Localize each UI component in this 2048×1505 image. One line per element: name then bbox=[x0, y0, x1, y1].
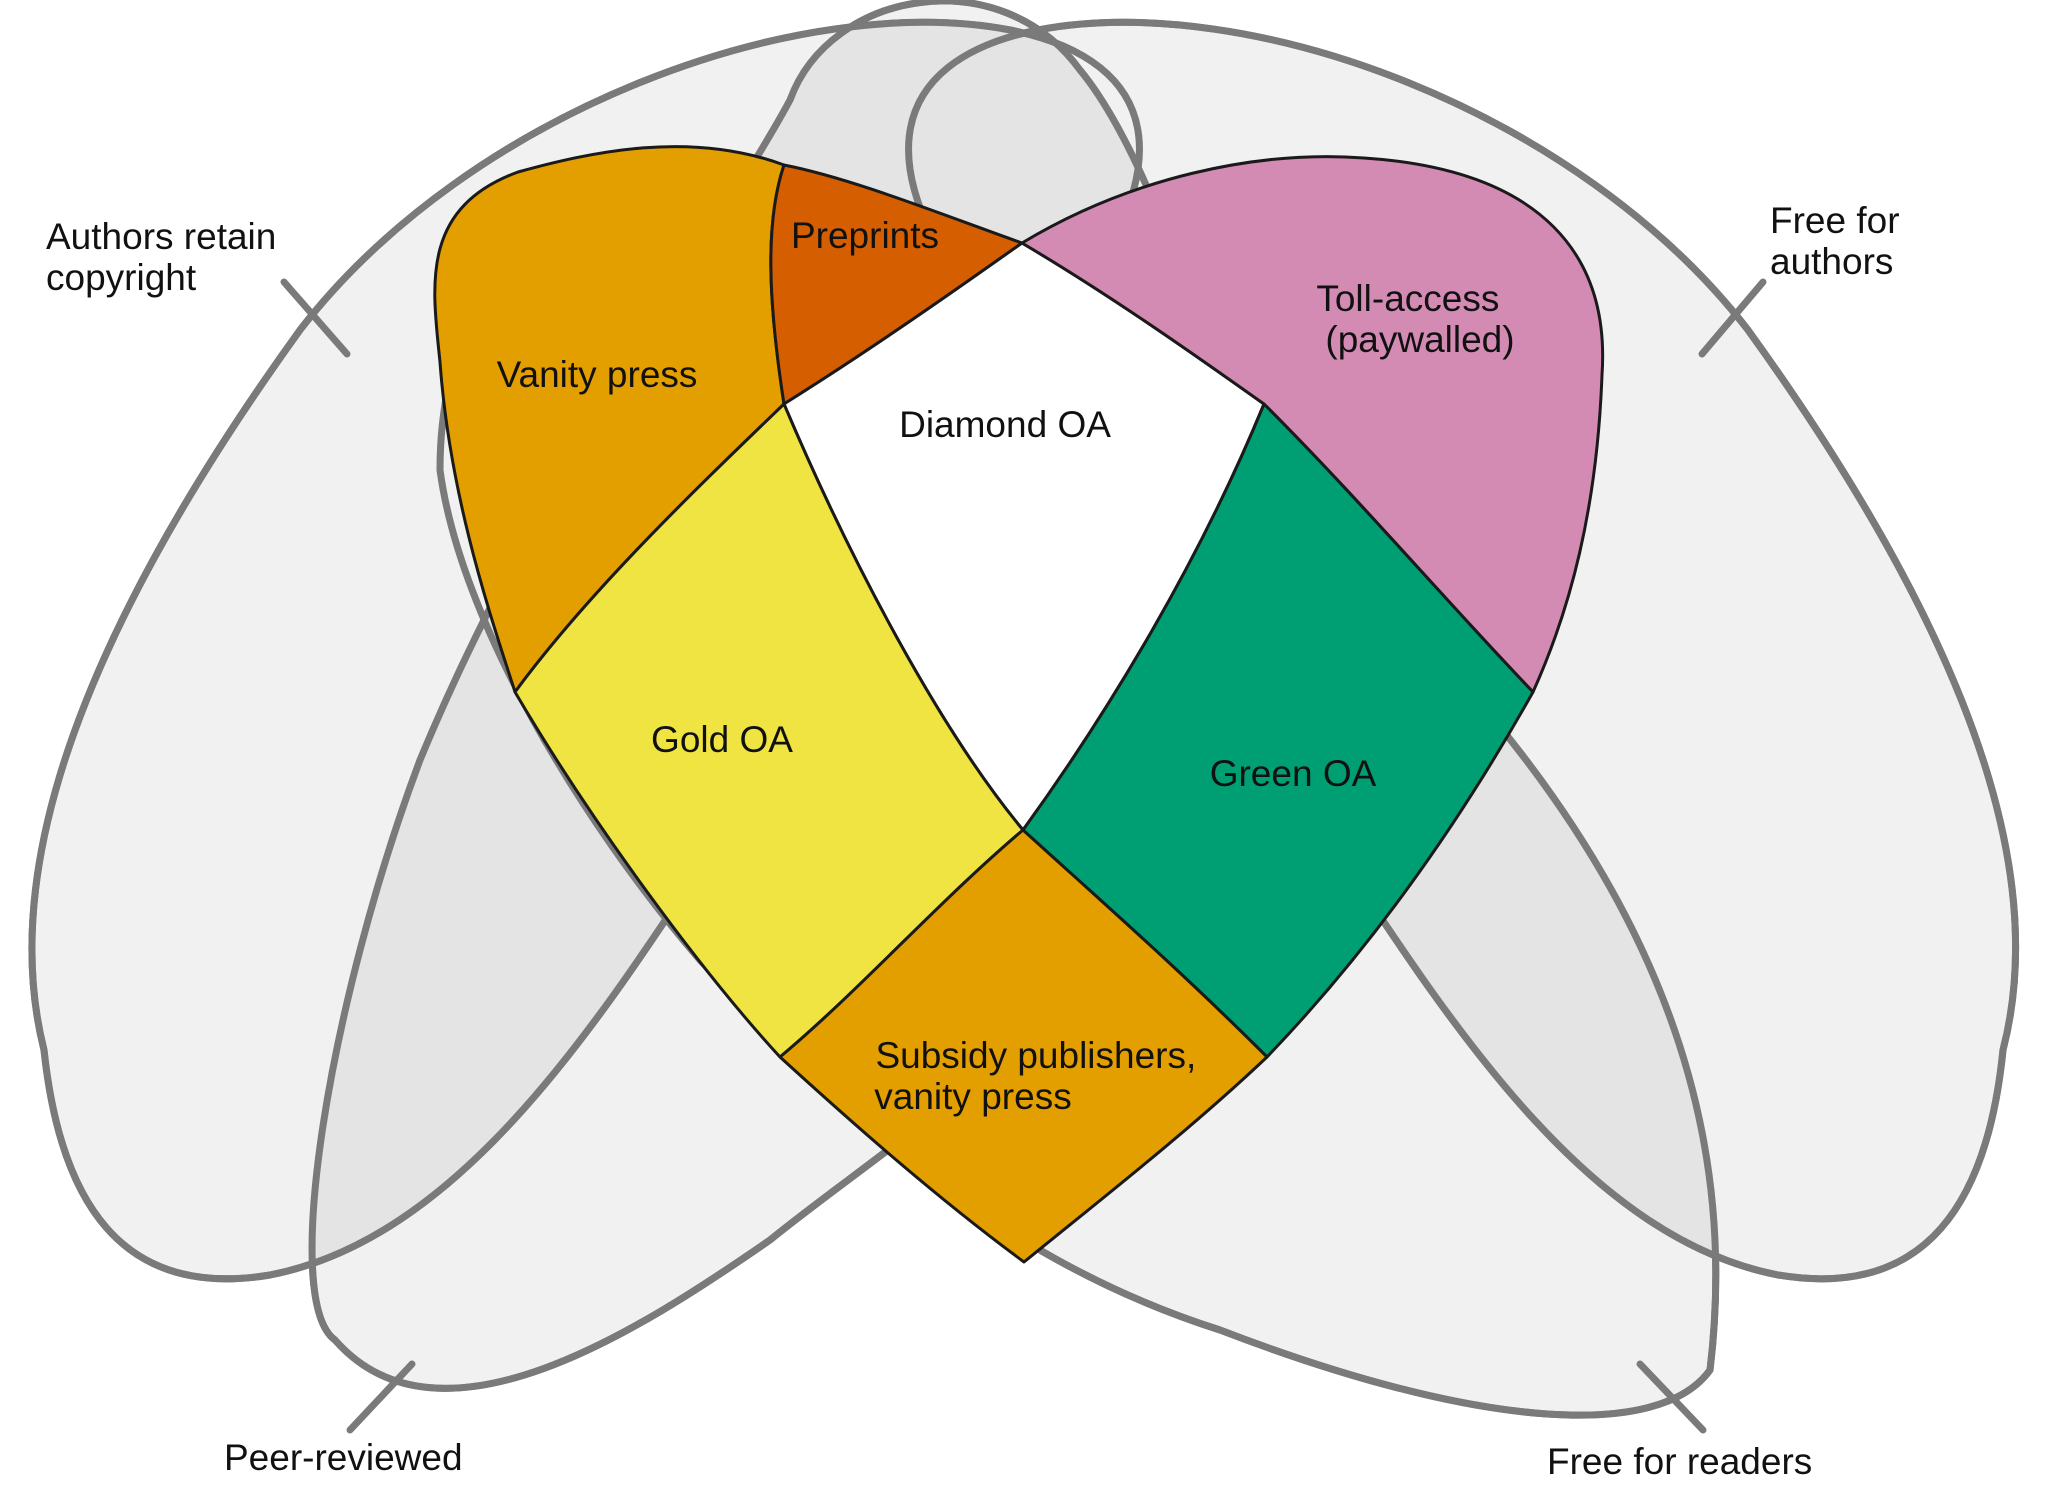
label-free-for-readers: Free for readers bbox=[1547, 1441, 1812, 1482]
category-regions bbox=[433, 145, 1605, 1264]
region-labels: Vanity press Preprints Diamond OA Toll-a… bbox=[497, 215, 1515, 1117]
label-vanity-press: Vanity press bbox=[497, 354, 698, 395]
label-green-oa: Green OA bbox=[1210, 753, 1377, 794]
region-subsidy-publishers bbox=[778, 828, 1269, 1264]
label-peer-reviewed: Peer-reviewed bbox=[224, 1437, 463, 1478]
leader-authors-retain-copyright bbox=[280, 278, 351, 358]
set-labels: Authors retain copyright Free for author… bbox=[46, 200, 1910, 1482]
region-toll-access bbox=[1020, 155, 1605, 694]
label-preprints: Preprints bbox=[791, 215, 939, 256]
label-diamond-oa: Diamond OA bbox=[899, 404, 1111, 445]
label-subsidy-publishers: Subsidy publishers, vanity press bbox=[874, 1035, 1206, 1117]
label-toll-access: Toll-access (paywalled) bbox=[1316, 278, 1514, 360]
leader-free-for-authors bbox=[1698, 278, 1767, 358]
label-free-for-authors: Free for authors bbox=[1770, 200, 1910, 282]
label-authors-retain-copyright: Authors retain copyright bbox=[46, 216, 287, 298]
leader-lines bbox=[280, 278, 1767, 1434]
leader-free-for-readers bbox=[1636, 1360, 1707, 1434]
label-gold-oa: Gold OA bbox=[651, 719, 793, 760]
leader-peer-reviewed bbox=[346, 1360, 416, 1434]
